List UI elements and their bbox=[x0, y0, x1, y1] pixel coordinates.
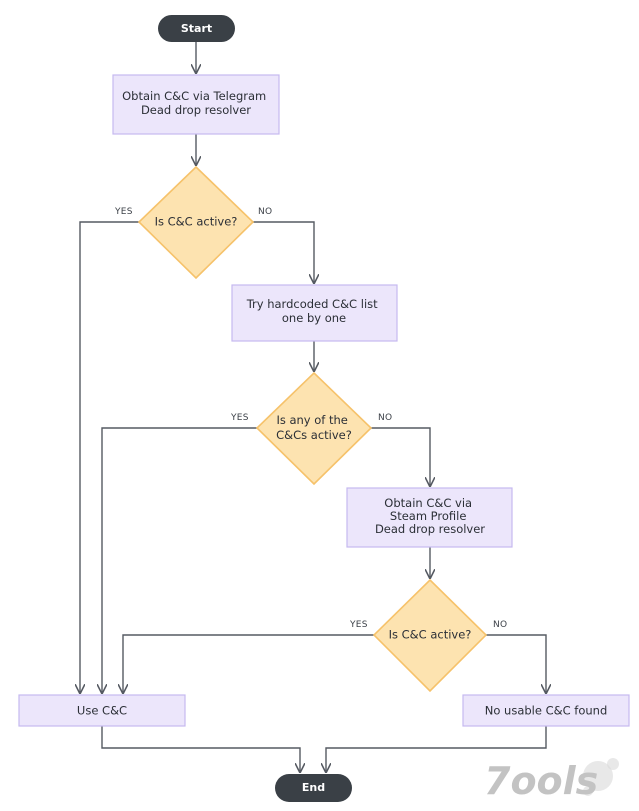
decision-cc-active-1: Is C&C active? bbox=[137, 165, 255, 280]
edge-decision-1-yes bbox=[80, 221, 139, 693]
use-cc-label: Use C&C bbox=[77, 704, 127, 718]
steam-line-2: Steam Profile bbox=[390, 509, 467, 523]
start-label: Start bbox=[181, 22, 212, 35]
process-use-cc: Use C&C bbox=[18, 694, 186, 727]
decision-2-line-1: Is any of the bbox=[276, 413, 347, 427]
svg-text:Obtain C&C via Steam Pro: Obtain C&C via Steam Profile Dead drop r… bbox=[375, 496, 485, 536]
decision-3-yes-label: YES bbox=[349, 620, 368, 630]
process-no-usable-cc: No usable C&C found bbox=[462, 694, 630, 727]
steam-line-1: Obtain C&C via bbox=[384, 496, 472, 510]
decision-1-label: Is C&C active? bbox=[155, 215, 238, 229]
svg-text:Is any of the C&Cs activ: Is any of the C&Cs active? bbox=[276, 413, 352, 442]
telegram-line-2: Dead drop resolver bbox=[141, 103, 251, 117]
no-cc-label: No usable C&C found bbox=[485, 704, 608, 718]
svg-text:Obtain C&C via Telegram: Obtain C&C via Telegram Dead drop resolv… bbox=[122, 89, 270, 117]
decision-2-no-label: NO bbox=[378, 413, 392, 423]
decision-1-no-label: NO bbox=[258, 207, 272, 217]
end-label: End bbox=[302, 781, 325, 794]
edge-decision-3-yes bbox=[123, 634, 374, 693]
end-node: End bbox=[275, 774, 352, 802]
decision-any-cc-active: Is any of the C&Cs active? bbox=[255, 371, 373, 486]
process-telegram-resolver: Obtain C&C via Telegram Dead drop resolv… bbox=[112, 74, 280, 135]
process-steam-resolver: Obtain C&C via Steam Profile Dead drop r… bbox=[346, 487, 513, 548]
edge-decision-2-no bbox=[371, 427, 430, 486]
edge-decision-1-no bbox=[253, 221, 314, 283]
edge-decision-2-yes bbox=[102, 427, 257, 693]
start-node: Start bbox=[158, 15, 235, 42]
decision-cc-active-3: Is C&C active? bbox=[372, 578, 488, 693]
watermark-text: 7ools bbox=[484, 759, 598, 803]
edge-decision-3-no bbox=[486, 634, 546, 693]
edge-no-cc-to-end bbox=[326, 726, 547, 772]
decision-2-yes-label: YES bbox=[230, 413, 249, 423]
telegram-line-1: Obtain C&C via Telegram bbox=[122, 89, 266, 103]
steam-line-3: Dead drop resolver bbox=[375, 522, 485, 536]
edge-use-cc-to-end bbox=[101, 726, 300, 772]
process-hardcoded-list: Try hardcoded C&C list one by one bbox=[231, 284, 398, 342]
svg-text:Try hardcoded C&C list o: Try hardcoded C&C list one by one bbox=[246, 297, 382, 325]
hardcoded-line-1: Try hardcoded C&C list bbox=[246, 297, 378, 311]
decision-1-yes-label: YES bbox=[114, 207, 133, 217]
hardcoded-line-2: one by one bbox=[282, 311, 346, 325]
decision-3-no-label: NO bbox=[493, 620, 507, 630]
watermark-logo: 7ools bbox=[484, 758, 619, 803]
decision-2-line-2: C&Cs active? bbox=[276, 428, 352, 442]
decision-3-label: Is C&C active? bbox=[389, 628, 472, 642]
connectors bbox=[80, 42, 546, 772]
